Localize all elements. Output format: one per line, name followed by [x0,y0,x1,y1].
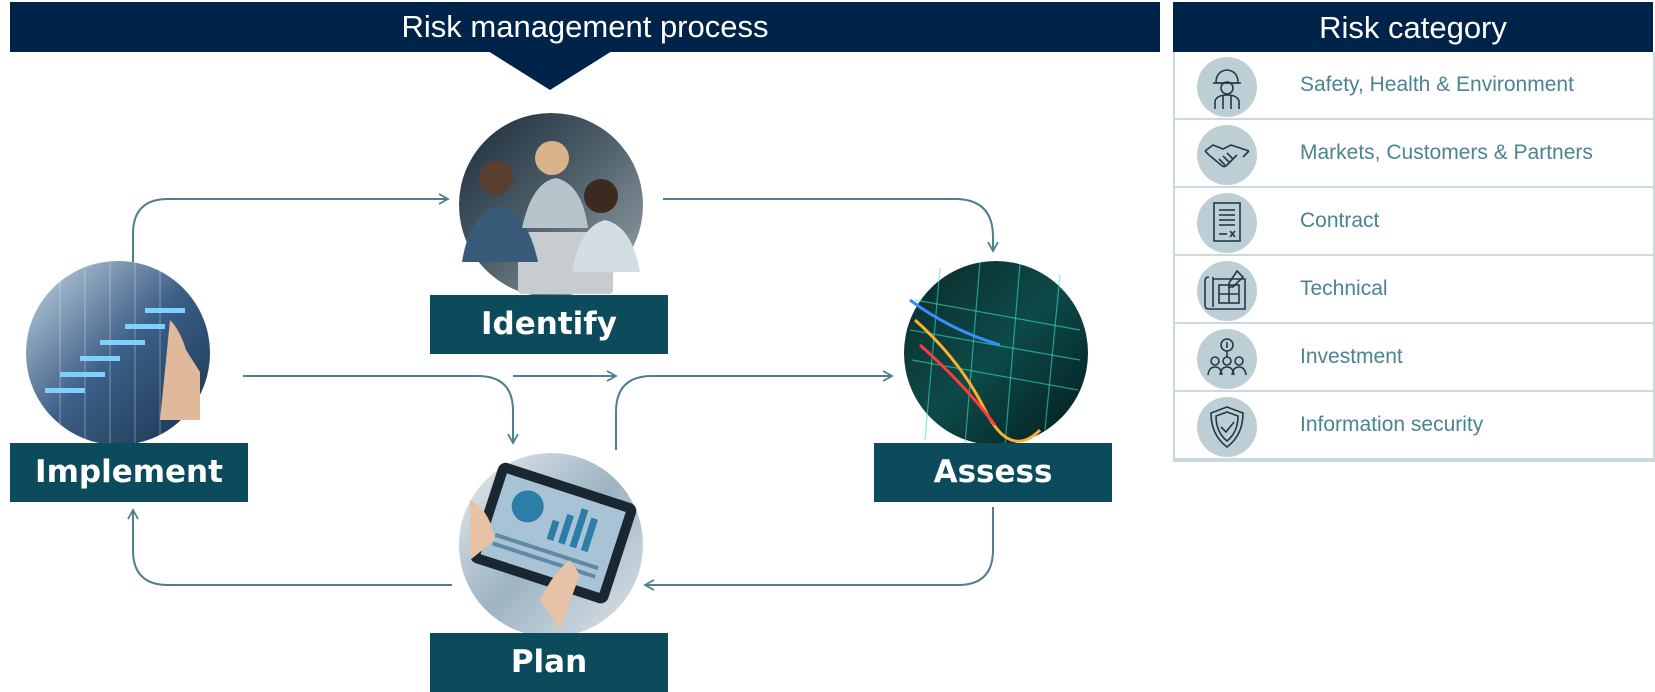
category-row-investment[interactable]: Investment [1175,324,1653,392]
handshake-icon [1197,125,1257,185]
category-title: Risk category [1173,2,1653,52]
step-identify[interactable]: Identify [430,295,668,354]
category-label: Safety, Health & Environment [1300,73,1574,96]
category-label: Investment [1300,345,1403,368]
step-implement[interactable]: Implement [10,443,248,502]
assess-photo [904,261,1088,446]
arrow-plan-to-implement [127,508,452,586]
arrow-assess-to-plan [643,507,994,591]
category-label: Markets, Customers & Partners [1300,141,1593,164]
arrow-implement-to-plan [243,375,519,445]
worker-helmet-icon [1197,57,1257,117]
category-row-safety[interactable]: Safety, Health & Environment [1175,52,1653,120]
process-title: Risk management process [10,2,1160,52]
category-row-markets[interactable]: Markets, Customers & Partners [1175,120,1653,188]
step-assess[interactable]: Assess [874,443,1112,502]
category-row-contract[interactable]: Contract [1175,188,1653,256]
plan-photo [459,453,643,637]
identify-photo [459,113,643,297]
arrow-identify-to-assess [663,198,999,253]
blueprint-icon [1197,261,1257,321]
process-title-pointer [488,51,612,90]
category-label: Technical [1300,277,1388,300]
category-label: Information security [1300,413,1484,436]
shield-icon [1197,397,1257,457]
process-arrows [127,193,999,591]
category-label: Contract [1300,209,1380,232]
arrow-plan-to-assess [615,370,894,450]
category-row-information-security[interactable]: Information security [1175,392,1653,460]
process-diagram [26,113,1088,637]
implement-photo [26,261,210,445]
category-row-technical[interactable]: Technical [1175,256,1653,324]
arrow-implement-to-identify [132,193,450,262]
step-plan[interactable]: Plan [430,633,668,692]
category-table: Safety, Health & Environment Markets, Cu… [1173,52,1655,462]
investment-people-icon [1197,329,1257,389]
contract-document-icon [1197,193,1257,253]
